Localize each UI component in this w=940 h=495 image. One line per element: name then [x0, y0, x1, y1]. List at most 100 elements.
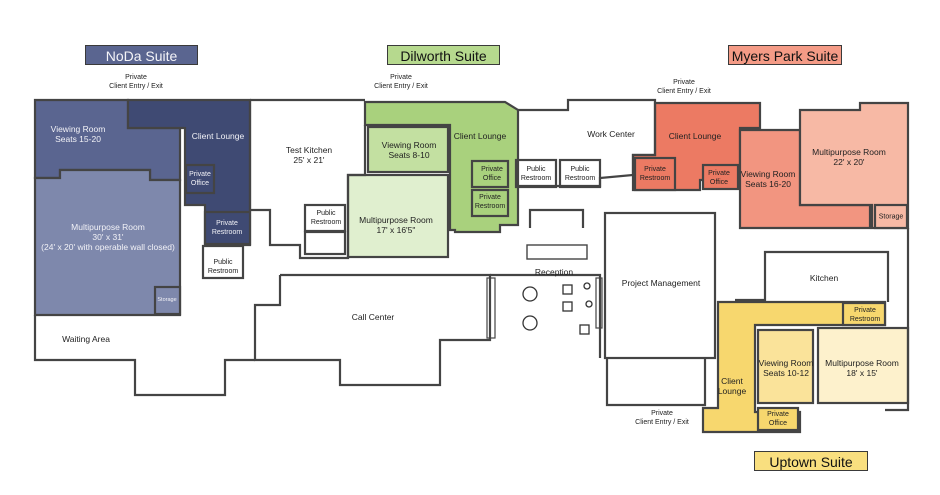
label-line: Private	[216, 220, 238, 227]
label-line: Office	[709, 179, 729, 186]
label-line: Seats 8-10	[388, 150, 430, 160]
chair-icon	[562, 301, 573, 312]
pm-lower-rooms	[605, 358, 707, 407]
public-restroom-1-label: Public Restroom	[521, 165, 551, 183]
noda-multipurpose-room-label: Multipurpose Room 30' x 31' (24' x 20' w…	[41, 222, 175, 252]
label-line: Test Kitchen	[285, 145, 333, 155]
dilworth-private-office-label: Private Office	[481, 165, 503, 183]
myers-private-restroom-label: Private Restroom	[640, 165, 670, 183]
waiting-area-label: Waiting Area	[62, 334, 110, 344]
label-line: Public	[570, 166, 590, 173]
label-line: Restroom	[849, 316, 881, 323]
label-line: Private	[854, 307, 876, 314]
myers-storage[interactable]	[873, 203, 909, 230]
kitchen-public-restroom-label: Public Restroom	[311, 209, 341, 227]
entry-line-2: Client Entry / Exit	[635, 419, 689, 426]
label-line: Lounge	[717, 386, 747, 396]
label-line: Private	[481, 166, 503, 173]
dilworth-viewing-room-label: Viewing Room Seats 8-10	[382, 140, 437, 160]
uptown-private-restroom-label: Private Restroom	[850, 306, 880, 324]
noda-viewing-room-label: Viewing Room Seats 15-20	[51, 124, 106, 144]
myers-storage-label: Storage	[878, 213, 904, 221]
label-line: Restroom	[310, 219, 342, 226]
public-restroom-2[interactable]	[558, 158, 602, 189]
label-line: Client	[721, 376, 743, 386]
call-center-label: Call Center	[351, 312, 395, 322]
noda-private-restroom[interactable]	[203, 210, 252, 246]
uptown-private-restroom[interactable]	[841, 301, 887, 327]
noda-multipurpose-room[interactable]	[33, 168, 182, 317]
uptown-private-office[interactable]	[756, 406, 800, 432]
label-line: Viewing Room	[50, 124, 106, 134]
public-restroom-2-label: Public Restroom	[565, 165, 595, 183]
dilworth-multipurpose-room[interactable]	[346, 173, 450, 259]
uptown-viewing-room-label: Viewing Room Seats 10-12	[759, 358, 814, 378]
entry-line-1: Private	[651, 410, 673, 417]
dilworth-viewing-room[interactable]	[366, 125, 450, 174]
reception-label: Reception	[534, 267, 574, 277]
dilworth-multipurpose-room-label: Multipurpose Room 17' x 16'5"	[359, 215, 433, 235]
side-table-icon	[583, 282, 591, 290]
label-line: 17' x 16'5"	[376, 225, 416, 235]
table-icon	[522, 315, 538, 331]
label-line: Seats 10-12	[763, 368, 809, 378]
label-line: Viewing Room	[381, 140, 437, 150]
reception-desk	[526, 244, 588, 260]
myers-private-restroom[interactable]	[633, 156, 677, 192]
label-line: Multipurpose Room	[71, 222, 145, 232]
test-kitchen-label: Test Kitchen 25' x 21'	[286, 145, 332, 165]
east-wall	[885, 228, 910, 412]
dilworth-entry-label: Private Client Entry / Exit	[374, 73, 428, 91]
myers-private-office-label: Private Office	[708, 169, 730, 187]
noda-storage-label: Storage	[157, 297, 177, 303]
dilworth-suite-title: Dilworth Suite	[387, 45, 500, 65]
label-line: Office	[768, 420, 788, 427]
myers-park-suite-title: Myers Park Suite	[728, 45, 842, 65]
label-line: Restroom	[639, 175, 671, 182]
uptown-entry-label: Private Client Entry / Exit	[635, 409, 689, 427]
myers-client-lounge-label: Client Lounge	[668, 131, 722, 141]
label-line: (24' x 20' with operable wall closed)	[41, 242, 175, 252]
noda-client-lounge-label: Client Lounge	[191, 131, 245, 141]
label-line: Public	[526, 166, 546, 173]
dilworth-private-restroom[interactable]	[470, 188, 510, 218]
noda-suite-title: NoDa Suite	[85, 45, 198, 65]
work-center-label: Work Center	[587, 129, 635, 139]
kitchen-wall	[735, 250, 890, 302]
label-line: Viewing Room	[758, 358, 814, 368]
uptown-viewing-room[interactable]	[756, 328, 815, 405]
noda-public-restroom-label: Public Restroom	[208, 258, 238, 276]
call-center-wall	[253, 273, 492, 387]
dilworth-private-office[interactable]	[470, 159, 510, 189]
label-line: Restroom	[474, 203, 506, 210]
label-line: 30' x 31'	[92, 232, 124, 242]
uptown-private-office-label: Private Office	[767, 410, 789, 428]
test-kitchen-closet[interactable]	[303, 230, 347, 256]
label-line: 18' x 15'	[846, 368, 878, 378]
noda-private-office[interactable]	[184, 163, 216, 195]
test-kitchen-wall	[248, 100, 367, 260]
project-management-label: Project Management	[621, 278, 701, 288]
corridor-wall	[490, 273, 602, 358]
side-table-icon	[585, 300, 593, 308]
label-line: Multipurpose Room	[825, 358, 899, 368]
myers-private-office[interactable]	[701, 163, 740, 191]
label-line: Seats 16-20	[745, 179, 791, 189]
waiting-area-wall	[33, 315, 255, 397]
reception-bench	[486, 277, 496, 339]
uptown-multipurpose-room[interactable]	[816, 326, 910, 405]
project-management-room[interactable]	[603, 211, 717, 360]
myers-entry-label: Private Client Entry / Exit	[657, 78, 711, 96]
noda-public-restroom[interactable]	[201, 244, 245, 280]
label-line: Viewing Room	[740, 169, 796, 179]
noda-storage[interactable]	[153, 285, 182, 316]
entry-line-1: Private	[673, 79, 695, 86]
public-restroom-1[interactable]	[514, 158, 558, 189]
chair-icon	[562, 284, 573, 295]
label-line: Restroom	[564, 175, 596, 182]
label-line: Restroom	[520, 175, 552, 182]
noda-entry-label: Private Client Entry / Exit	[109, 73, 163, 91]
label-line: Private	[479, 194, 501, 201]
noda-private-restroom-label: Private Restroom	[212, 219, 242, 237]
label-line: Private	[189, 171, 211, 178]
